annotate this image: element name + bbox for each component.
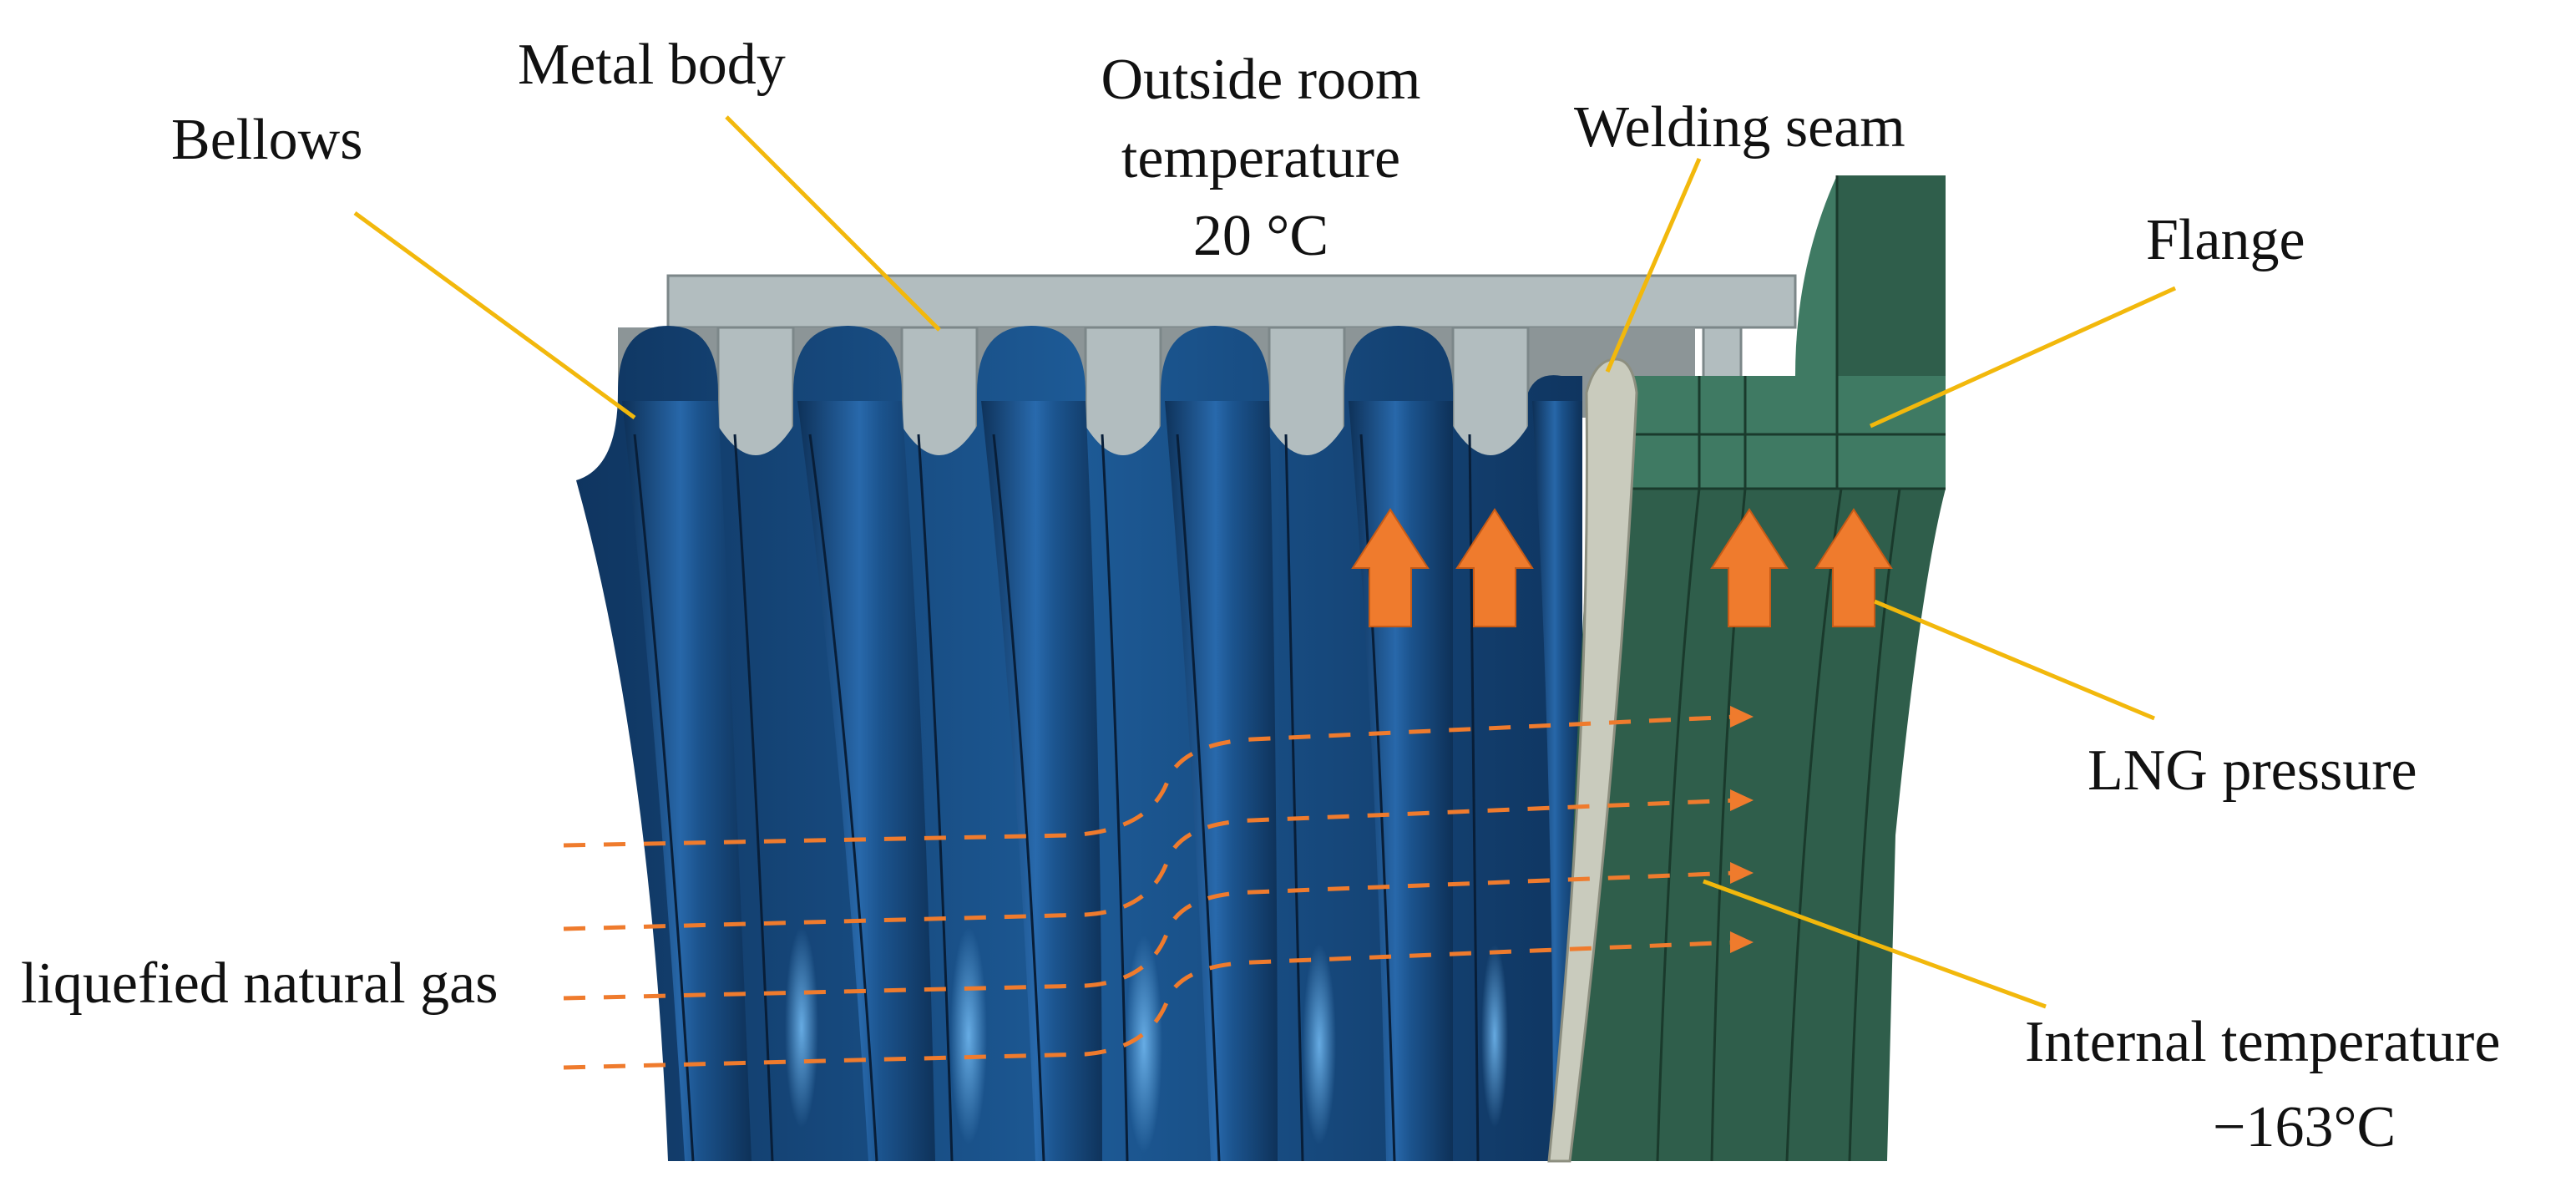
- heat-flow-line: [563, 798, 1738, 931]
- flange: [1561, 175, 1946, 1162]
- label-welding-seam: Welding seam: [1574, 95, 1905, 160]
- heat-flow-arrowhead: [1730, 706, 1754, 728]
- heat-flow-line: [563, 714, 1738, 848]
- pressure-arrow: [1814, 508, 1893, 627]
- bellows: [576, 326, 1582, 1162]
- leader-lng-pressure: [1874, 599, 2155, 721]
- labels: Bellows Metal body Outside room temperat…: [21, 33, 2500, 1159]
- heat-flow-arrowhead: [1730, 789, 1754, 811]
- pressure-arrows: [1351, 508, 1893, 627]
- heat-flow-arrowhead: [1730, 931, 1754, 953]
- leader-flange: [1869, 286, 2177, 429]
- label-internal-temp-2: −163°C: [2213, 1095, 2396, 1159]
- leader-metal-body: [725, 115, 941, 332]
- label-bellows: Bellows: [171, 108, 362, 172]
- leader-welding-seam: [1605, 158, 1702, 373]
- label-liquefied-gas: liquefied natural gas: [21, 951, 498, 1016]
- pressure-arrow: [1351, 508, 1430, 627]
- label-outside-temp-1: Outside room: [1101, 48, 1420, 112]
- leader-lines: [353, 115, 2177, 1009]
- label-metal-body: Metal body: [518, 33, 786, 97]
- label-outside-temp-3: 20 °C: [1193, 204, 1328, 268]
- heat-flow-line: [563, 940, 1738, 1070]
- label-internal-temp-1: Internal temperature: [2025, 1010, 2500, 1074]
- heat-flow-arrowhead: [1730, 862, 1754, 884]
- pressure-arrow: [1455, 508, 1534, 627]
- welding-seam: [1547, 358, 1638, 1163]
- heat-flow-line: [563, 870, 1738, 1001]
- label-flange: Flange: [2146, 208, 2305, 272]
- leader-internal-temp: [1703, 879, 2047, 1009]
- heat-flow-arrows: [563, 706, 1754, 1070]
- label-lng-pressure: LNG pressure: [2088, 738, 2417, 803]
- leader-bellows: [353, 211, 636, 420]
- label-outside-temp-2: temperature: [1121, 126, 1400, 190]
- pressure-arrow: [1710, 508, 1789, 627]
